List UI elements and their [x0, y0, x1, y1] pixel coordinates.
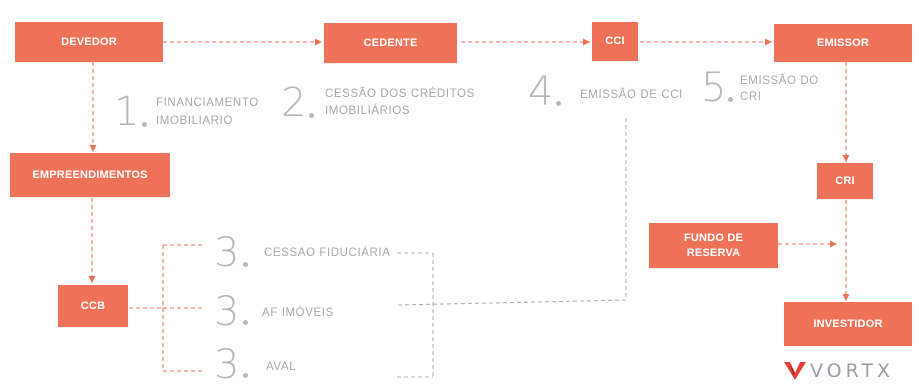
vortx-logo: VORTX — [784, 360, 894, 382]
step-5-label-line1: EMISSÃO DO — [740, 75, 819, 87]
box-cci: CCI — [592, 22, 638, 61]
step-5-dot — [728, 97, 733, 102]
box-devedor: DEVEDOR — [15, 22, 163, 62]
step-5-label-line2: CRI — [740, 91, 762, 103]
step-3b-number: 3 — [214, 289, 240, 335]
logo-wordmark: VORTX — [810, 360, 895, 382]
box-cri: CRI — [817, 163, 873, 199]
step-3a-label: CESSAO FIDUCIÁRIA — [264, 247, 391, 259]
step-5-number: 5 — [701, 65, 727, 111]
step-2-number: 2 — [281, 80, 307, 126]
step-1-dot — [142, 122, 147, 127]
step-3a-number: 3 — [214, 230, 240, 276]
step-1-number: 1 — [114, 89, 140, 135]
box-emissor: EMISSOR — [774, 24, 912, 62]
step-2-label-line2: IMOBILIÁRIOS — [325, 105, 411, 117]
step-1-label-line2: IMOBILIARIO — [156, 115, 233, 127]
box-cedente: CEDENTE — [324, 23, 457, 63]
step-2-label-line1: CESSÃO DOS CRÉDITOS — [325, 88, 475, 100]
box-ccb: CCB — [58, 285, 128, 327]
step-3c-label: AVAL — [266, 361, 297, 373]
step-4-number: 4 — [528, 69, 554, 115]
step-4-dot — [556, 101, 561, 106]
step-4-label: EMISSÃO DE CCI — [580, 89, 683, 101]
step-2-dot — [309, 113, 314, 118]
step-3c-number: 3 — [214, 342, 240, 388]
vortx-v-icon — [784, 362, 806, 380]
step-3c-dot — [243, 373, 248, 378]
step-3a-dot — [243, 262, 248, 267]
step-3b-label: AF IMÓVEIS — [262, 307, 334, 319]
step-1-label-line1: FINANCIAMENTO — [156, 97, 259, 109]
step-3b-dot — [243, 320, 248, 325]
box-investidor: INVESTIDOR — [784, 302, 912, 346]
box-empreendimentos: EMPREENDIMENTOS — [10, 153, 170, 197]
